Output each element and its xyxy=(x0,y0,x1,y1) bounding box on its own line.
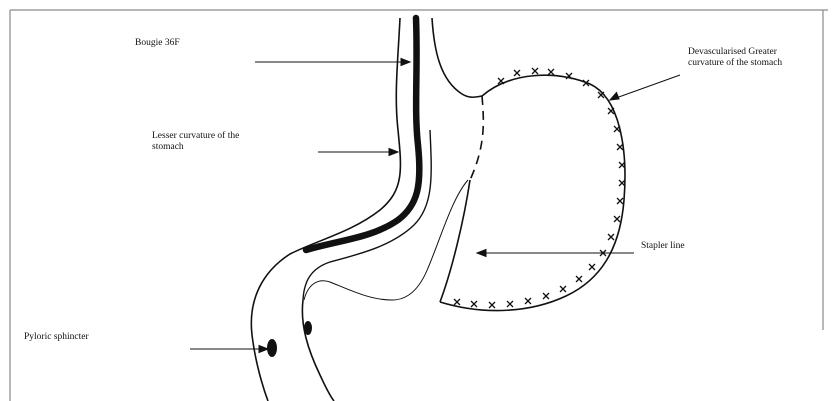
suture-x xyxy=(489,302,495,308)
greater-curvature-label-line1: Devascularised Greater xyxy=(688,47,782,58)
pyloric-mark-left xyxy=(267,339,277,357)
suture-x xyxy=(543,293,549,299)
pyloric-sphincter-arrow xyxy=(190,346,268,353)
bougie-tube xyxy=(306,18,419,250)
suture-x xyxy=(532,68,538,74)
antrum-lower-wall xyxy=(302,300,334,401)
suture-x xyxy=(614,216,620,222)
pyloric-sphincter-label: Pyloric sphincter xyxy=(24,332,89,343)
lesser-curvature-arrow xyxy=(318,149,398,156)
suture-x xyxy=(525,298,531,304)
stapler-line-label: Stapler line xyxy=(641,241,685,252)
suture-marks xyxy=(454,68,625,308)
suture-x xyxy=(589,264,595,270)
sleeve-right-wall xyxy=(432,18,482,97)
suture-x xyxy=(560,286,566,292)
greater-curvature-label-line2: curvature of the stomach xyxy=(688,58,782,69)
suture-x xyxy=(598,92,604,98)
stapler-line-edge xyxy=(440,180,470,302)
suture-x xyxy=(617,198,623,204)
suture-x xyxy=(507,301,513,307)
suture-x xyxy=(619,180,625,186)
suture-x xyxy=(471,301,477,307)
lesser-curvature-label-line1: Lesser curvature of the xyxy=(152,131,239,142)
suture-x xyxy=(617,144,623,150)
pointer-arrows xyxy=(190,59,680,353)
suture-x xyxy=(548,69,554,75)
lesser-curvature-label-line2: stomach xyxy=(152,142,239,153)
suture-x xyxy=(514,70,520,76)
transection-dashed-line xyxy=(470,96,483,180)
greater-curvature-arrow xyxy=(610,75,680,100)
suture-x xyxy=(576,276,582,282)
stapler-line-arrow xyxy=(477,250,634,257)
suture-x xyxy=(608,234,614,240)
stapler-line-curve xyxy=(304,180,468,300)
pyloric-mark-right xyxy=(304,321,312,335)
bougie-label: Bougie 36F xyxy=(135,38,180,49)
greater-curvature-label: Devascularised Greater curvature of the … xyxy=(688,47,782,69)
sleeve-inner-wall xyxy=(303,130,431,300)
bougie-arrow xyxy=(255,59,410,66)
lesser-curvature-label: Lesser curvature of the stomach xyxy=(152,131,239,153)
suture-x xyxy=(454,299,460,305)
